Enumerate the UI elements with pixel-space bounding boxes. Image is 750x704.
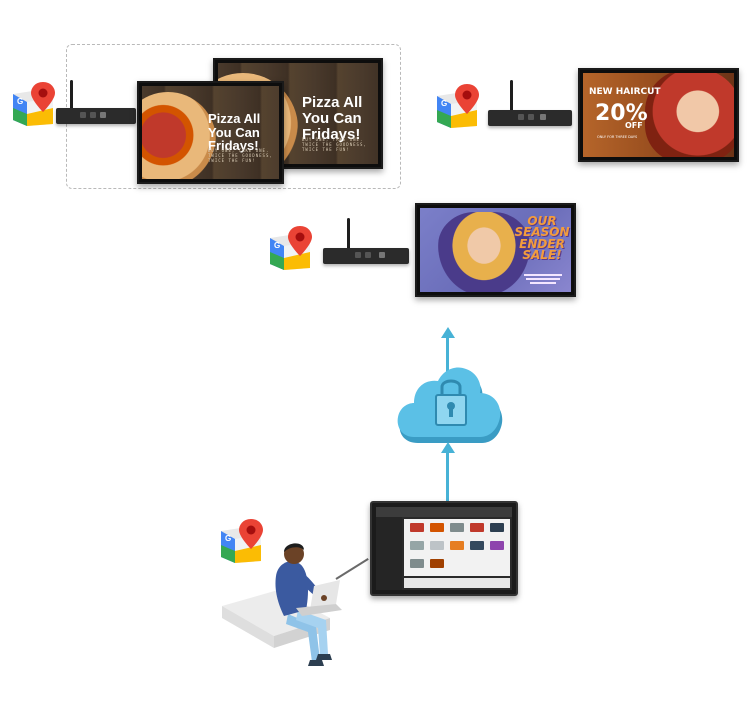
maps-icon: G — [433, 82, 481, 130]
haircut-percent: 20% — [595, 101, 648, 126]
media-player — [56, 80, 136, 124]
pizza-front-subtitle: BUY ONE, TAKE ONE. TWICE THE GOODNESS, T… — [208, 148, 273, 164]
sale-model — [438, 212, 530, 292]
upload-arrow-bottom — [446, 453, 449, 501]
svg-text:G: G — [17, 97, 23, 106]
sale-sign: OUR SEASON ENDER SALE! — [415, 203, 576, 297]
haircut-off: OFF — [625, 121, 643, 130]
pizza-back-subtitle: BUY ONE, TAKE ONE. TWICE THE GOODNESS, T… — [302, 137, 367, 153]
svg-text:G: G — [274, 241, 280, 250]
maps-icon: G — [9, 80, 57, 128]
app-bottom-bar — [404, 578, 510, 588]
upload-arrow-top — [446, 338, 449, 376]
cms-monitor — [370, 501, 518, 596]
cloud-lock-icon — [396, 365, 506, 455]
haircut-headline: NEW HAIRCUT — [589, 87, 661, 97]
haircut-note: ONLY FOR THREE DAYS — [597, 135, 638, 139]
haircut-model — [645, 73, 734, 157]
app-sidebar — [376, 517, 402, 590]
pizza-front-title: Pizza All You Can Fridays! — [208, 111, 261, 154]
svg-text:G: G — [441, 99, 447, 108]
media-player — [323, 218, 409, 264]
maps-icon: G — [266, 224, 314, 272]
cms-app-window — [376, 507, 512, 590]
pizza-sign-front: Pizza All You Can Fridays! BUY ONE, TAKE… — [137, 81, 284, 184]
person-with-laptop — [218, 540, 368, 672]
app-media-grid — [404, 519, 510, 576]
svg-text:G: G — [225, 534, 231, 543]
upload-arrow-head-bottom — [441, 442, 455, 453]
sale-headline: OUR SEASON ENDER SALE! — [514, 214, 570, 263]
upload-arrow-head-top — [441, 327, 455, 338]
pizza-back-title: Pizza All You Can Fridays! — [302, 94, 363, 143]
maps-icon: G — [217, 517, 265, 565]
media-player — [488, 80, 572, 126]
app-toolbar — [376, 507, 512, 517]
haircut-sign: NEW HAIRCUT 20% OFF ONLY FOR THREE DAYS — [578, 68, 739, 162]
